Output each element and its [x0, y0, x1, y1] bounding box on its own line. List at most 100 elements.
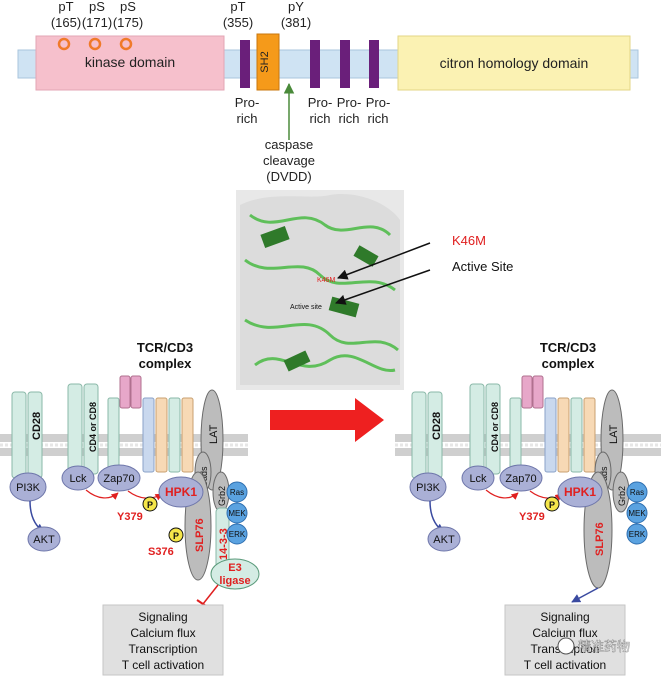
site-number: (355) — [223, 15, 253, 30]
lat-label: LAT — [608, 424, 620, 444]
ribbon-helix — [283, 350, 311, 372]
pro-rich-label: Pro- — [308, 95, 333, 110]
hpk1-node — [557, 476, 603, 508]
cd3-chain — [544, 397, 557, 473]
k46m-small-label: K46M — [317, 277, 335, 284]
site-label: pS — [89, 0, 105, 14]
akt-node — [427, 526, 461, 552]
zap70-hpk1-arrow — [127, 490, 163, 501]
lck-label: Lck — [469, 473, 487, 485]
protein-structure: K46M Active site K46M Active Site — [236, 190, 513, 390]
pro-rich-segment — [240, 40, 250, 88]
cd3-chain — [168, 397, 181, 473]
tcr-chain — [509, 397, 522, 473]
slp76-label: SLP76 — [594, 522, 606, 556]
citron-homology-domain — [397, 35, 631, 91]
erk-label: ERK — [629, 530, 646, 539]
caspase-label: cleavage — [263, 153, 315, 168]
pro-rich-label: Pro- — [366, 95, 391, 110]
cd4-cd8-label: CD4 or CD8 — [88, 402, 98, 452]
signaling-line: T cell activation — [524, 658, 606, 672]
tcr-chain — [107, 397, 120, 473]
e3-ligase-label: ligase — [219, 575, 250, 587]
ras-node — [226, 481, 248, 503]
activation-arrow — [571, 587, 599, 603]
tcr-label: TCR/CD3 — [540, 340, 596, 355]
caspase-label: caspase — [265, 137, 313, 152]
cd3-chain — [570, 397, 583, 473]
pro-rich-segment — [310, 40, 320, 88]
signaling-line: Signaling — [138, 610, 187, 624]
pro-rich-label: Pro- — [337, 95, 362, 110]
lck-label: Lck — [69, 473, 87, 485]
lck-zap70-arrow — [85, 489, 119, 500]
caspase-label: (DVDD) — [266, 169, 312, 184]
sh2-label: SH2 — [259, 51, 271, 72]
slp76-label: SLP76 — [194, 518, 206, 552]
ras-node — [626, 481, 648, 503]
phospho-site-marker — [57, 37, 71, 51]
site-label: pT — [58, 0, 73, 14]
sh2-region — [256, 33, 280, 91]
tcr-beta-chain — [130, 375, 142, 409]
pi3k-label: PI3K — [16, 482, 41, 494]
akt-node — [27, 526, 61, 552]
tcr-alpha-chain — [521, 375, 533, 409]
k46m-pointer — [337, 242, 431, 280]
site-number: (381) — [281, 15, 311, 30]
lat-label: LAT — [208, 424, 220, 444]
phospho-site-marker — [119, 37, 133, 51]
lck-node — [461, 465, 495, 491]
pi3k-node — [9, 472, 47, 502]
inhibition-line — [202, 584, 219, 605]
cd3-chain — [557, 397, 570, 473]
signaling-line: Calcium flux — [130, 626, 195, 640]
pro-rich-segment — [369, 40, 379, 88]
akt-label: AKT — [33, 534, 55, 546]
lck-zap70-arrow — [485, 489, 519, 500]
site-label: pY — [288, 0, 304, 14]
grb2-label: Grb2 — [217, 486, 227, 506]
pi3k-node — [409, 472, 447, 502]
erk-node — [626, 523, 648, 545]
cd3-chain — [583, 397, 596, 473]
right-panel-mutant: TCR/CD3 complex CD28 CD4 or CD8 LAT Gads… — [395, 340, 661, 676]
left-panel-wildtype: TCR/CD3 complex CD28 CD4 or CD8 LAT Gads… — [0, 340, 260, 676]
signaling-line: Transcription — [129, 642, 198, 656]
zap70-node — [97, 464, 141, 492]
hpk1-label: HPK1 — [564, 485, 596, 499]
cd4-cd8-chain — [469, 383, 485, 475]
erk-node — [226, 523, 248, 545]
k46m-callout: K46M — [452, 233, 486, 248]
active-site-callout: Active Site — [452, 259, 513, 274]
y379-label: Y379 — [519, 511, 545, 523]
zap70-label: Zap70 — [505, 473, 536, 485]
ribbon-strand — [244, 258, 396, 292]
e3-ligase-label: E3 — [228, 562, 241, 574]
signaling-box — [102, 604, 224, 676]
lck-node — [61, 465, 95, 491]
domain-bar: kinase domain pT (165) pS (171) pS (175)… — [17, 0, 639, 184]
e3-ligase-node — [210, 558, 260, 590]
cd28-chain — [11, 391, 27, 479]
ribbon-strand — [249, 213, 392, 237]
ribbon-strand — [244, 318, 399, 352]
active-site-small-label: Active site — [290, 304, 322, 311]
kinase-domain-label: kinase domain — [85, 54, 175, 70]
wechat-logo-icon — [557, 637, 575, 655]
mek-label: MEK — [228, 509, 246, 518]
s376-label: S376 — [148, 546, 174, 558]
ras-label: Ras — [230, 488, 244, 497]
cd4-cd8-label: CD4 or CD8 — [490, 402, 500, 452]
tcr-beta-chain — [532, 375, 544, 409]
ribbon-helix — [353, 245, 379, 267]
cd3-chain — [155, 397, 168, 473]
membrane-outer-leaflet — [395, 434, 661, 442]
hpk1-node — [158, 476, 204, 508]
zap70-node — [499, 464, 543, 492]
mek-node — [626, 502, 648, 524]
phospho-badge — [544, 496, 560, 512]
cd4-cd8-chain — [67, 383, 83, 475]
